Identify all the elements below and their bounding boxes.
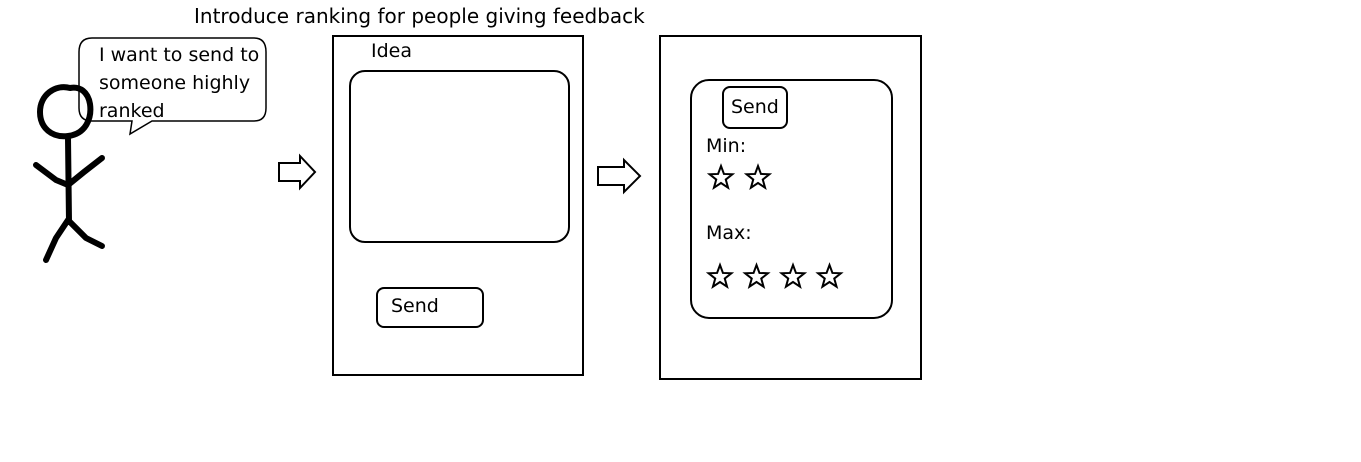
- star-icon[interactable]: [705, 262, 735, 290]
- star-icon[interactable]: [706, 163, 736, 191]
- idea-label: Idea: [371, 40, 412, 62]
- star-icon[interactable]: [743, 163, 773, 191]
- max-stars: [705, 262, 844, 290]
- speech-bubble-text: I want to send to someone highly ranked: [99, 44, 260, 122]
- screen2-frame: [659, 35, 922, 380]
- ranked-send-button[interactable]: Send: [722, 86, 788, 129]
- screen1-frame: [332, 35, 584, 376]
- send-button-label: Send: [391, 295, 439, 317]
- ranked-send-button-label: Send: [731, 96, 779, 118]
- right-arrow-icon: [597, 157, 642, 195]
- max-label: Max:: [706, 222, 752, 244]
- min-stars: [706, 163, 773, 191]
- star-icon[interactable]: [815, 262, 844, 290]
- ranking-panel: [690, 79, 893, 319]
- speech-bubble: [78, 37, 267, 136]
- send-button[interactable]: Send: [376, 287, 484, 328]
- idea-textarea[interactable]: [349, 70, 570, 243]
- star-icon[interactable]: [778, 262, 808, 290]
- diagram-title: Introduce ranking for people giving feed…: [194, 4, 645, 28]
- star-icon[interactable]: [742, 262, 771, 290]
- min-label: Min:: [706, 135, 747, 157]
- right-arrow-icon: [278, 153, 317, 191]
- stick-figure: [33, 84, 105, 263]
